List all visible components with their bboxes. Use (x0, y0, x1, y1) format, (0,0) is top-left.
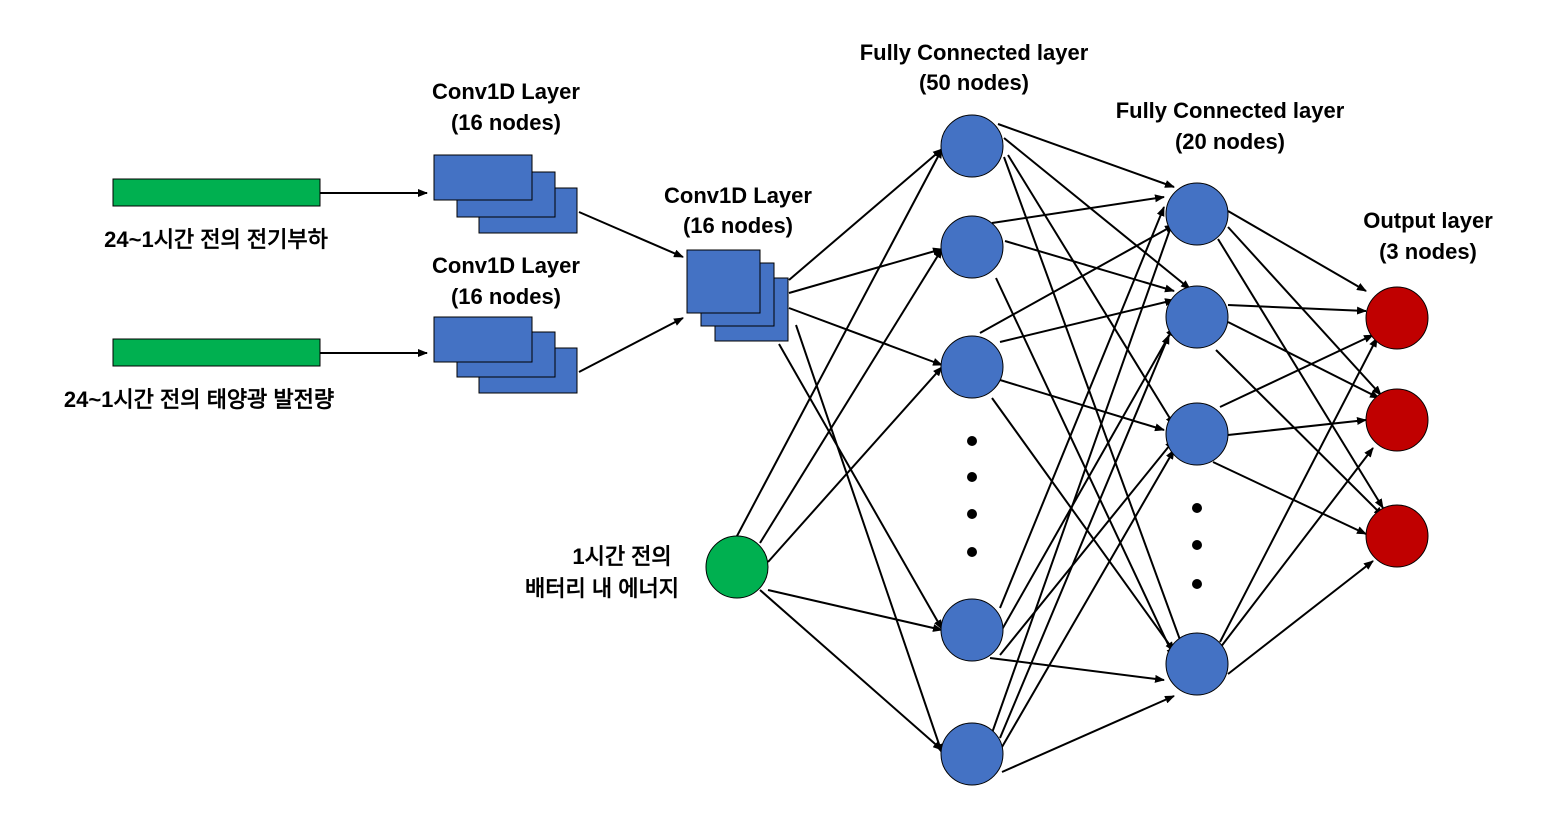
fc2-nodes: (20 nodes) (1175, 129, 1285, 154)
connection-arrows (320, 123, 1384, 773)
connection-arrow (991, 217, 1175, 734)
connection-arrow (999, 206, 1165, 609)
connection-arrow (999, 439, 1175, 656)
connection-arrow (1212, 461, 1367, 535)
battery-label-line2: 배터리 내 에너지 (525, 576, 679, 601)
connection-arrow (1215, 349, 1384, 517)
fc2-node (1165, 285, 1229, 349)
connection-arrow (1227, 304, 1367, 315)
fc2-node (1165, 632, 1229, 696)
connection-arrow (767, 366, 943, 563)
conv-top-nodes: (16 nodes) (451, 110, 561, 135)
connection-arrow (1003, 156, 1184, 649)
fc1-node (940, 722, 1004, 786)
fc1-node (940, 215, 1004, 279)
output-node (1365, 286, 1429, 350)
connection-arrow (991, 397, 1175, 652)
connection-arrow (759, 589, 943, 751)
conv-top-title: Conv1D Layer (432, 79, 580, 104)
fc1-node (940, 114, 1004, 178)
fc2-node (1165, 182, 1229, 246)
fc1-node (940, 335, 1004, 399)
connection-arrow (1004, 240, 1175, 293)
conv1d-block-merge (686, 249, 789, 342)
connection-arrow (1003, 137, 1191, 290)
connection-arrow (759, 248, 943, 544)
input-bar-load (112, 178, 321, 207)
output-layer-nodes (1365, 286, 1429, 568)
conv1d-block-top (433, 154, 578, 234)
fc1-layer-nodes (940, 114, 1004, 786)
output-title: Output layer (1363, 208, 1493, 233)
connection-arrow (1227, 560, 1374, 675)
connection-arrow (788, 307, 943, 366)
connection-arrow (1001, 695, 1175, 773)
fc1-nodes: (50 nodes) (919, 70, 1029, 95)
input-load-label: 24~1시간 전의 전기부하 (104, 227, 328, 252)
connection-arrow (1227, 210, 1367, 292)
connection-arrow (999, 326, 1175, 634)
input-bar-pv (112, 338, 321, 367)
connection-arrow (1219, 447, 1374, 649)
fc2-ellipsis-dots (1192, 503, 1202, 589)
conv-merge-nodes: (16 nodes) (683, 213, 793, 238)
connection-arrow (989, 657, 1165, 683)
connection-arrow (1219, 334, 1374, 408)
connection-arrow (999, 298, 1175, 343)
connection-arrow (1007, 154, 1175, 426)
battery-input-node (705, 535, 769, 599)
connection-arrow (1227, 226, 1382, 396)
battery-label-line1: 1시간 전의 (572, 544, 671, 569)
input-pv-label: 24~1시간 전의 태양광 발전량 (64, 387, 334, 412)
output-node (1365, 504, 1429, 568)
connection-arrow (1217, 238, 1384, 509)
connection-arrow (578, 317, 684, 373)
connection-arrow (788, 247, 943, 294)
fc2-node (1165, 402, 1229, 466)
connection-arrow (788, 148, 943, 281)
fc1-ellipsis-dots (967, 436, 977, 557)
connection-arrow (1001, 449, 1175, 748)
connection-arrow (578, 211, 684, 258)
connection-arrow (999, 334, 1170, 739)
connection-arrow (997, 123, 1175, 188)
connection-arrow (795, 324, 943, 754)
conv1d-block-bottom (433, 316, 578, 394)
connection-arrow (991, 194, 1165, 224)
fc2-layer-nodes (1165, 182, 1229, 696)
connection-arrow (736, 148, 943, 537)
conv-merge-title: Conv1D Layer (664, 183, 812, 208)
connection-arrow (979, 224, 1175, 334)
connection-arrow (1227, 416, 1367, 436)
output-node (1365, 388, 1429, 452)
connection-arrow (1227, 321, 1380, 399)
connection-arrow (767, 589, 943, 632)
conv-bottom-nodes: (16 nodes) (451, 284, 561, 309)
connection-arrow (778, 343, 943, 630)
output-nodes: (3 nodes) (1379, 239, 1477, 264)
fc1-node (940, 598, 1004, 662)
fc2-title: Fully Connected layer (1116, 98, 1345, 123)
conv-bottom-title: Conv1D Layer (432, 253, 580, 278)
connection-arrow (1219, 337, 1378, 643)
fc1-title: Fully Connected layer (860, 40, 1089, 65)
